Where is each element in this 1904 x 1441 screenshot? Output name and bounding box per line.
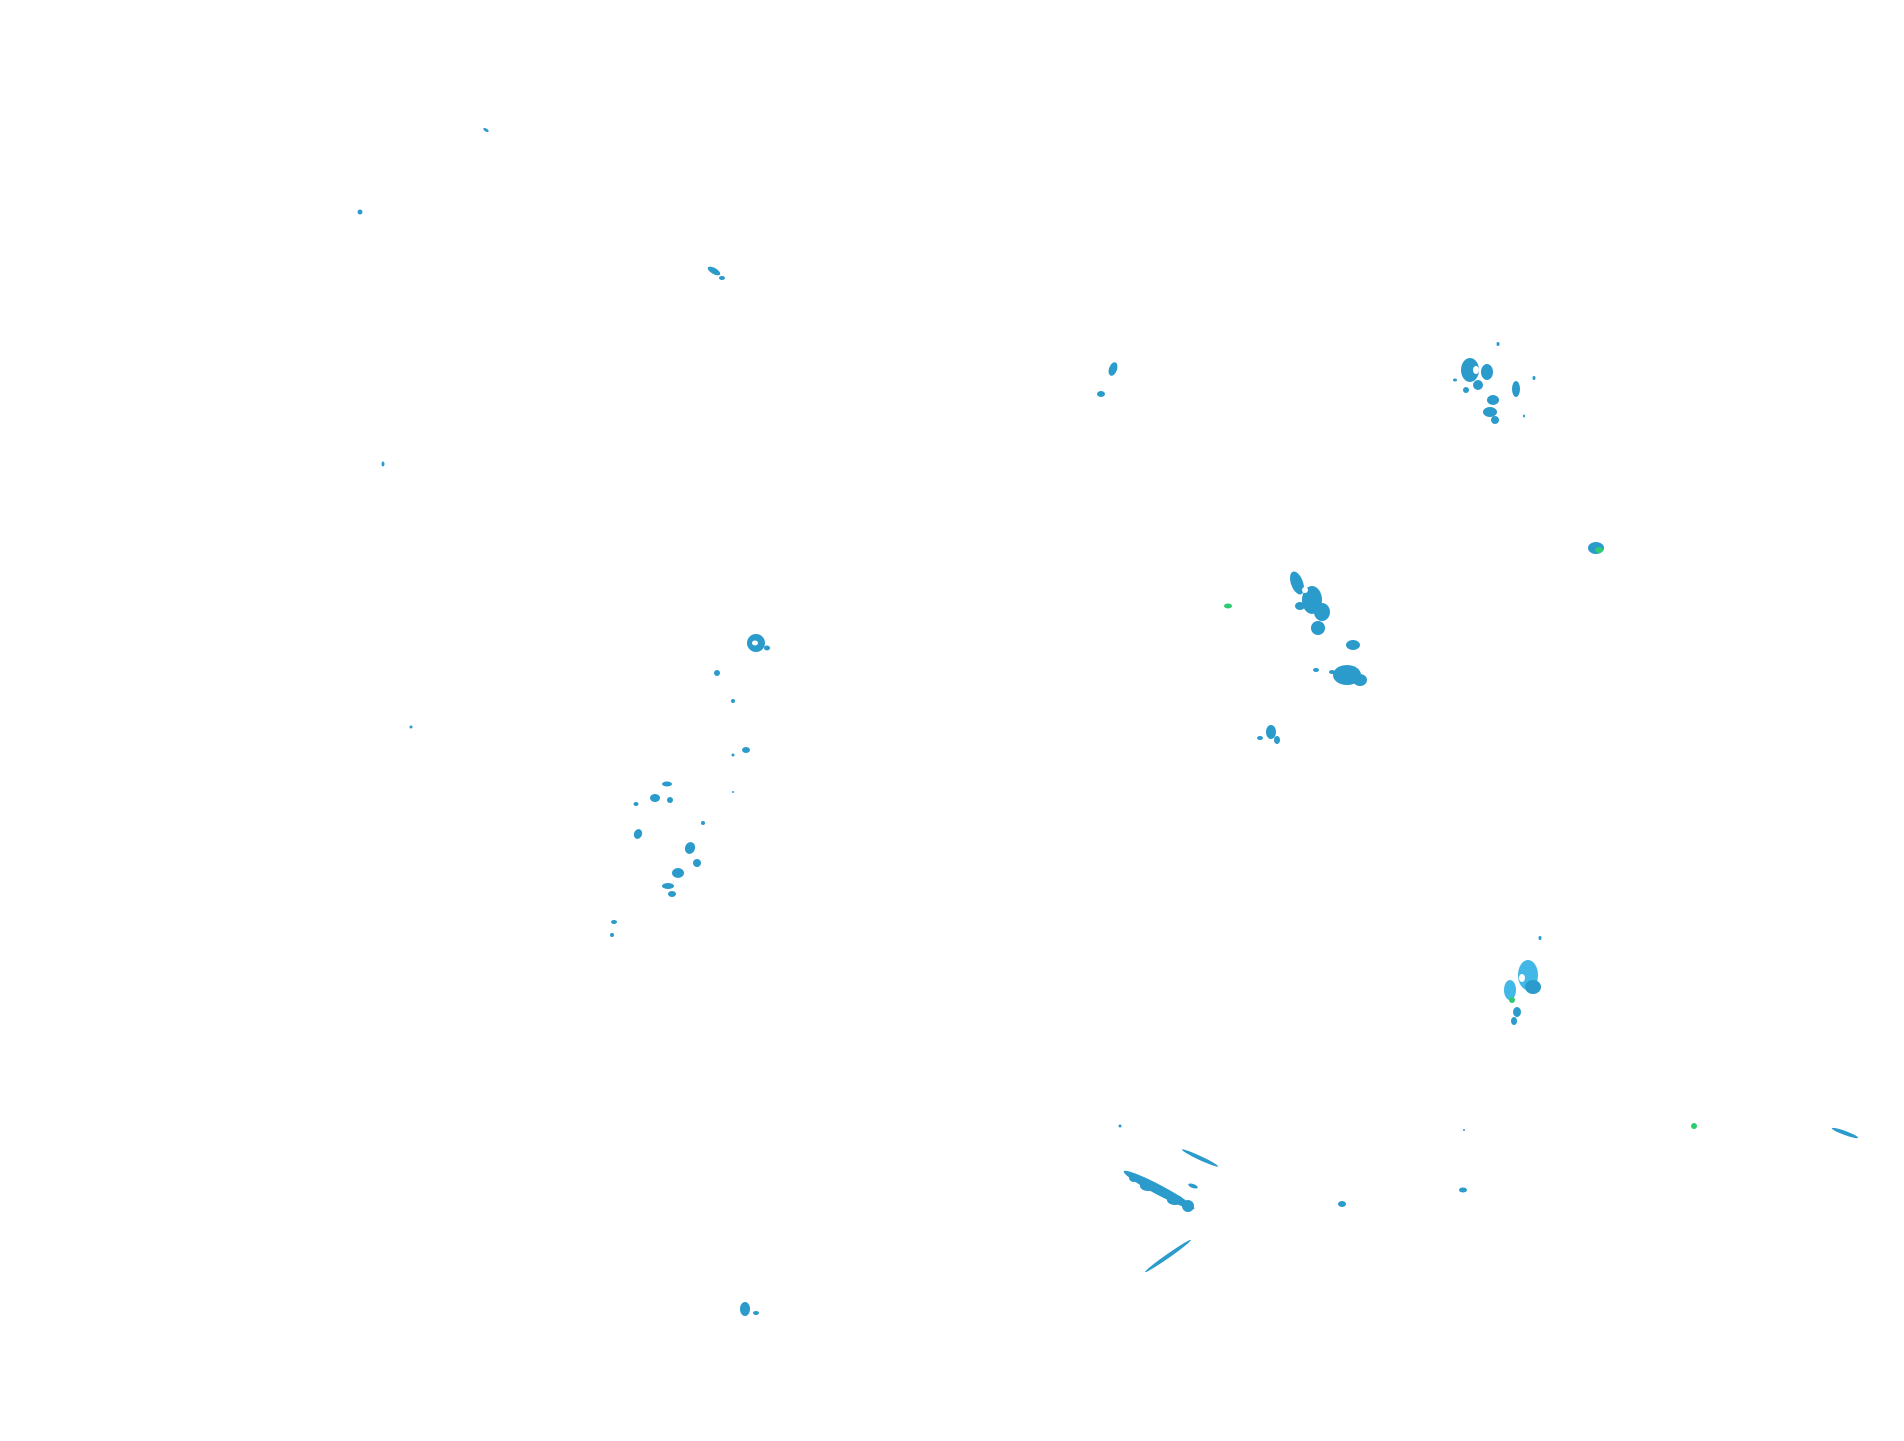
precipitation-cell <box>693 859 701 867</box>
precipitation-cell <box>1523 414 1525 418</box>
precipitation-cell <box>1311 621 1325 635</box>
precipitation-cell <box>1496 342 1500 346</box>
precipitation-cell <box>662 883 674 889</box>
precipitation-cell <box>1290 571 1304 595</box>
precipitation-cell <box>1097 391 1105 397</box>
precipitation-cell-gap <box>1473 366 1479 374</box>
precipitation-cell <box>1487 395 1499 405</box>
precipitation-cell <box>1511 1017 1517 1025</box>
precipitation-cell <box>611 920 617 924</box>
precipitation-cell <box>1295 602 1305 610</box>
precipitation-cell <box>1145 1239 1191 1273</box>
precipitation-cell <box>740 1302 750 1316</box>
precipitation-cell-gap <box>1519 974 1525 982</box>
precipitation-cell <box>701 821 705 825</box>
precipitation-cell <box>732 791 734 793</box>
precipitation-cell-gap <box>752 640 758 646</box>
precipitation-cell <box>1509 997 1515 1003</box>
precipitation-cell <box>1329 670 1335 674</box>
precipitation-cell <box>483 128 489 132</box>
precipitation-cell-gap <box>1302 587 1308 593</box>
precipitation-cell <box>667 797 673 803</box>
precipitation-cell <box>1481 364 1493 380</box>
precipitation-cell <box>1595 547 1603 553</box>
precipitation-cell <box>714 670 720 676</box>
precipitation-cell <box>610 933 614 937</box>
precipitation-cell <box>1459 1187 1467 1193</box>
precipitation-cell <box>684 842 696 854</box>
precipitation-cell <box>1257 736 1263 740</box>
precipitation-cell <box>1831 1127 1859 1139</box>
precipitation-cell <box>1463 387 1469 393</box>
precipitation-cell <box>1118 1124 1122 1128</box>
precipitation-cell <box>633 802 639 806</box>
precipitation-cell <box>1338 1201 1346 1207</box>
precipitation-cell <box>633 829 643 839</box>
precipitation-cell <box>1513 1007 1521 1017</box>
precipitation-cell <box>1453 378 1457 382</box>
precipitation-cell <box>409 725 413 729</box>
precipitation-cell <box>1108 362 1118 376</box>
precipitation-cells <box>357 128 1859 1316</box>
precipitation-cell <box>1167 1195 1183 1205</box>
precipitation-cell <box>1346 640 1360 650</box>
precipitation-cell <box>731 699 735 703</box>
precipitation-cell <box>1491 416 1499 424</box>
precipitation-cell <box>357 209 363 215</box>
precipitation-cell <box>707 266 721 276</box>
precipitation-cell <box>1182 1200 1194 1212</box>
precipitation-cell <box>764 645 770 651</box>
precipitation-cell <box>1314 603 1330 621</box>
precipitation-cell <box>672 868 684 878</box>
precipitation-cell <box>1129 1174 1139 1182</box>
precipitation-cell <box>1313 668 1319 672</box>
precipitation-cell <box>719 276 725 280</box>
precipitation-cell <box>1353 674 1367 686</box>
precipitation-cell <box>1538 936 1542 940</box>
precipitation-cell <box>650 794 660 802</box>
precipitation-cell <box>753 1311 759 1315</box>
precipitation-cell <box>1140 1181 1156 1191</box>
precipitation-cell <box>1224 603 1232 609</box>
precipitation-cell <box>1483 407 1497 417</box>
precipitation-cell <box>662 781 672 787</box>
precipitation-cell <box>1512 381 1520 397</box>
precipitation-cell <box>1181 1149 1219 1167</box>
precipitation-cell <box>1525 980 1541 994</box>
precipitation-cell <box>1274 736 1280 744</box>
precipitation-cell <box>1532 376 1536 380</box>
precipitation-cell <box>1473 380 1483 390</box>
precipitation-cell <box>742 747 750 753</box>
precipitation-cell <box>1691 1123 1697 1129</box>
precipitation-cell <box>1266 725 1276 739</box>
precipitation-cell <box>1188 1183 1198 1189</box>
precipitation-cell <box>1461 358 1479 382</box>
precipitation-cell <box>668 891 676 897</box>
precipitation-cell <box>381 461 385 467</box>
precipitation-cell <box>1463 1129 1465 1131</box>
precipitation-cell <box>731 753 735 757</box>
precipitation-cell <box>1504 980 1516 1000</box>
